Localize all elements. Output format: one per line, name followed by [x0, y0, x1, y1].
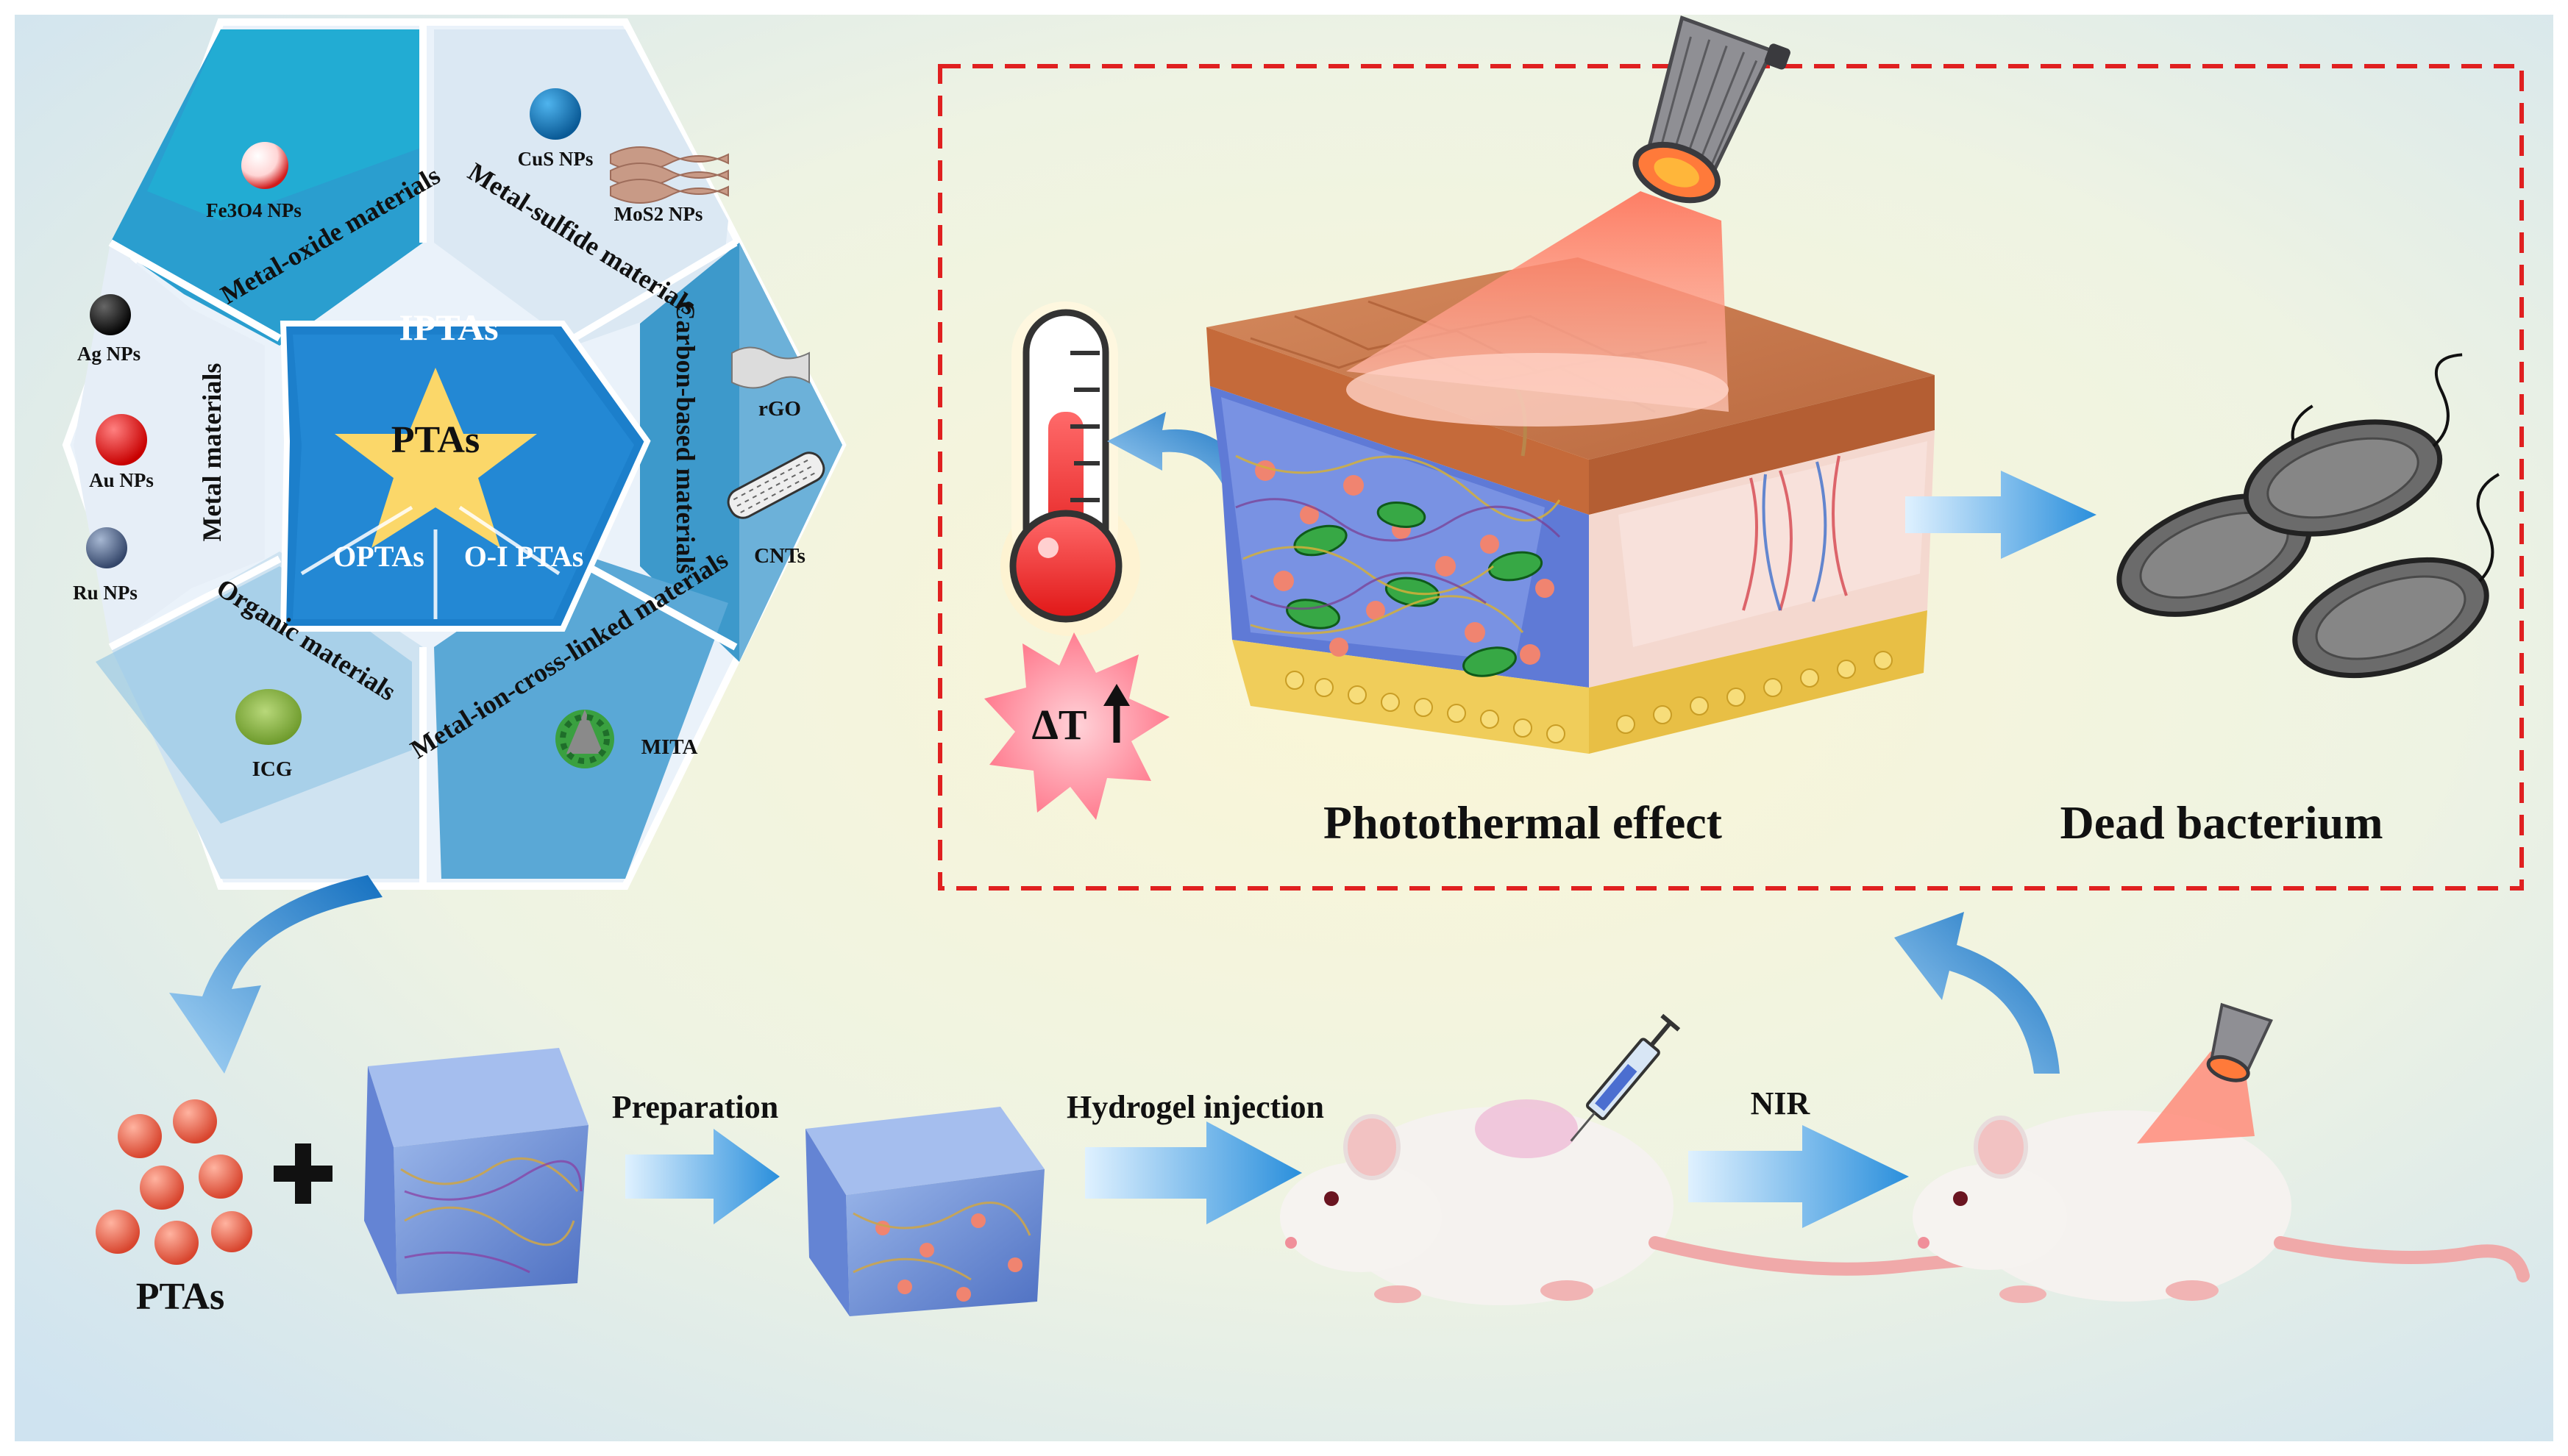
inner-title: IPTAs: [399, 307, 498, 348]
plus-icon: [274, 1143, 332, 1204]
mouse-with-laser-illustration: [1913, 1002, 2530, 1303]
arrow-to-bacteria: [1905, 471, 2096, 559]
icg-label: ICG: [252, 757, 293, 781]
ag-label: Ag NPs: [77, 343, 141, 365]
nir-label: NIR: [1751, 1085, 1811, 1121]
curved-arrow-down: [169, 875, 383, 1074]
cnts-label: CNTs: [754, 544, 805, 568]
loaded-hydrogel-cube: [805, 1107, 1045, 1316]
arrow-hydrogel-injection: [1085, 1121, 1302, 1224]
ru-label: Ru NPs: [73, 582, 138, 604]
segment-metal-sulfide: [434, 29, 728, 346]
curved-arrow-up: [1894, 912, 2060, 1074]
arrow-preparation: [625, 1129, 780, 1224]
mita-particle: [555, 710, 614, 768]
laser-beam: [1346, 191, 1729, 412]
carbon-based-label: Carbon-based materials: [671, 301, 700, 574]
arrow-nir: [1688, 1125, 1909, 1228]
thermometer-icon: [1000, 301, 1140, 636]
ptas-label: PTAs: [136, 1276, 224, 1318]
au-label: Au NPs: [89, 469, 154, 491]
photothermal-effect-label: Photothermal effect: [1323, 796, 1723, 849]
optas-label: OPTAs: [333, 540, 424, 573]
segment-metal-oxide-lighter: [147, 29, 423, 221]
pta-particle-cluster: [96, 1099, 252, 1265]
mos2-sheets: [610, 146, 729, 204]
star-label: PTAs: [391, 419, 480, 461]
hydrogel-fibers: [1235, 454, 1561, 635]
fe3o4-particle: [241, 142, 288, 189]
ag-particle: [90, 294, 131, 335]
hydrogel-cube: [364, 1048, 588, 1294]
rgo-label: rGO: [758, 397, 801, 421]
syringe-icon: [1570, 1013, 1681, 1142]
oi-ptas-label: O-I PTAs: [464, 540, 584, 573]
preparation-label: Preparation: [612, 1089, 779, 1125]
laser-lamp-icon: [1346, 15, 1790, 427]
metal-label: Metal materials: [197, 363, 227, 542]
icg-particle: [235, 689, 302, 745]
pta-particles-in-tissue: [1255, 460, 1554, 665]
mouse-illustration: [1280, 1099, 2250, 1305]
fat-cells: [1285, 651, 1893, 743]
mita-label: MITA: [641, 735, 698, 759]
bacteria-in-tissue: [1286, 502, 1543, 677]
star-shape: [335, 368, 537, 548]
hydrogel-injection-label: Hydrogel injection: [1067, 1089, 1324, 1125]
cus-label: CuS NPs: [518, 148, 594, 170]
inner-dividers: [300, 505, 561, 619]
heat-arrow: [1107, 412, 1251, 489]
cnt-tube: [727, 452, 825, 519]
cus-particle: [530, 88, 581, 140]
hexagon-dividers: [108, 22, 738, 886]
ru-particle: [86, 527, 127, 568]
up-arrow-icon: [1103, 684, 1130, 743]
rgo-sheet: [731, 346, 810, 389]
segment-carbon-light: [739, 243, 842, 662]
material-hexagon: IPTAs PTAs OPTAs O-I PTAs Metal-oxide ma…: [62, 18, 847, 890]
dead-bacterium-label: Dead bacterium: [2060, 796, 2383, 849]
dead-bacteria-icons: [2116, 353, 2500, 679]
fe3o4-label: Fe3O4 NPs: [206, 199, 302, 221]
au-particle: [96, 414, 147, 465]
mos2-label: MoS2 NPs: [614, 203, 703, 225]
delta-t-burst: ΔT: [984, 632, 1170, 820]
delta-t-label: ΔT: [1031, 701, 1086, 749]
